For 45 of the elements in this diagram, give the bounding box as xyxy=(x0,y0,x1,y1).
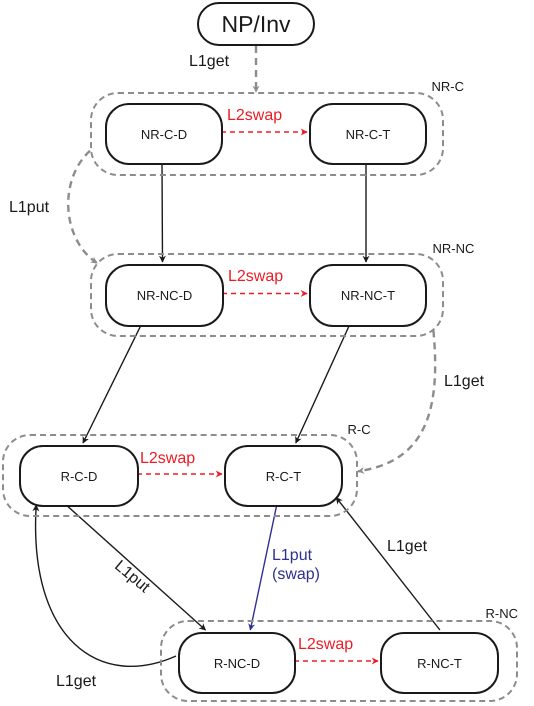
group-label: NR-C xyxy=(432,78,464,94)
state-box xyxy=(309,103,427,165)
arrow xyxy=(66,504,206,631)
state-box xyxy=(105,103,223,165)
state-box xyxy=(105,264,224,327)
edge-label: L2swap xyxy=(227,267,284,286)
edge-label: L1get xyxy=(188,52,230,71)
arrow xyxy=(248,504,278,631)
arrow xyxy=(158,163,166,263)
state-label: R-C-T xyxy=(266,468,302,484)
state-label: R-NC-D xyxy=(214,656,260,670)
arrow xyxy=(67,150,98,264)
arrow xyxy=(221,128,308,136)
group-label: R-NC xyxy=(486,606,518,620)
state-box xyxy=(197,2,315,46)
arrow xyxy=(357,330,436,474)
arrow xyxy=(252,46,260,93)
edge-label: L1get xyxy=(443,372,486,391)
state-label: R-NC-T xyxy=(417,656,462,670)
state-box xyxy=(178,632,296,694)
arrow xyxy=(222,290,308,297)
edge-label: L1get xyxy=(55,672,98,691)
state-label: NR-C-T xyxy=(346,126,390,142)
state-label: NR-C-D xyxy=(140,126,188,142)
group-label: NR-NC xyxy=(432,240,474,256)
arrow xyxy=(295,324,350,444)
state-box xyxy=(380,632,499,694)
edge-label: L1get xyxy=(386,537,428,556)
edge-label: L2swap xyxy=(139,449,196,468)
edge-label: L2swap xyxy=(226,106,284,125)
arrow xyxy=(294,658,379,664)
state-label: NR-NC-D xyxy=(136,288,192,303)
state-box xyxy=(19,445,139,507)
state-label: NR-NC-T xyxy=(340,288,396,303)
arrow xyxy=(32,504,176,667)
state-box xyxy=(224,445,343,507)
edge-label: L2swap xyxy=(297,635,354,654)
arrow xyxy=(137,470,223,478)
arrow xyxy=(362,163,370,263)
edge-label: L1put xyxy=(8,198,50,217)
arrow xyxy=(82,324,142,444)
group-label: R-C xyxy=(348,422,371,436)
state-label: R-C-D xyxy=(60,468,98,484)
state-label: NP/Inv xyxy=(221,10,291,38)
state-box xyxy=(309,264,427,327)
